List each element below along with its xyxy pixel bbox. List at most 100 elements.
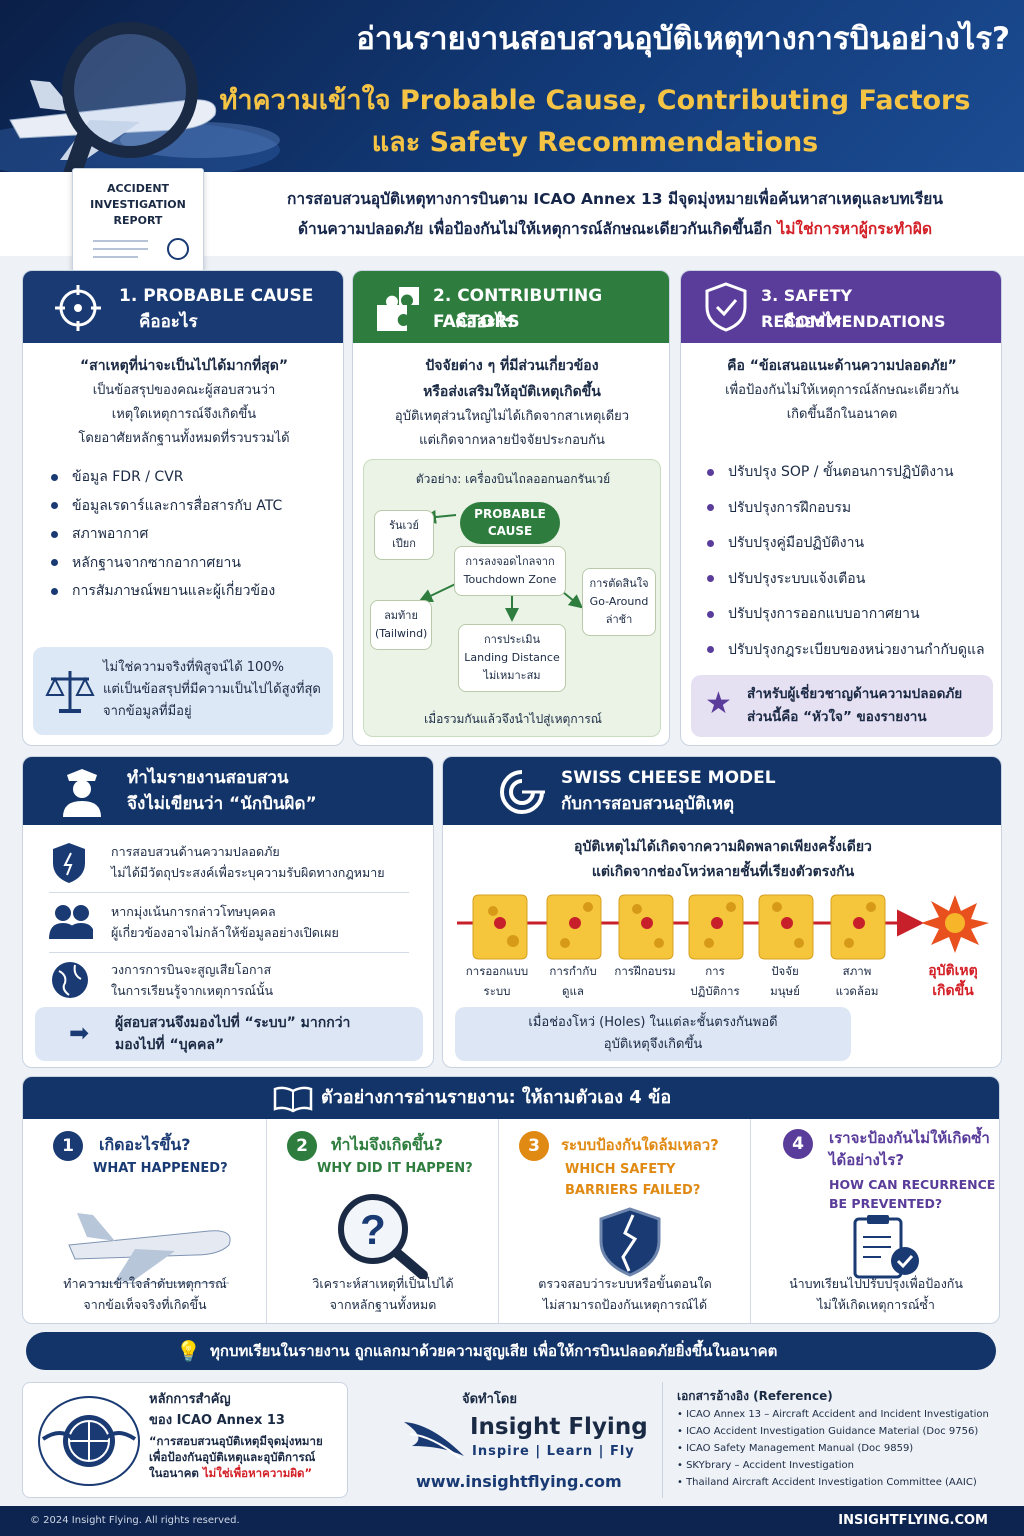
lesson-text: ทุกบทเรียนในรายงาน ถูกแลกมาด้วยความสูญเส… — [210, 1342, 778, 1360]
principle-h1: หลักการสำคัญ — [149, 1392, 231, 1407]
questions-header: ตัวอย่างการอ่านรายงาน: ให้ถามตัวเอง 4 ข้… — [23, 1077, 999, 1119]
target-icon — [55, 285, 101, 331]
svg-text:?: ? — [360, 1206, 386, 1253]
why-r3a: วงการการบินจะสูญเสียโอกาส — [111, 962, 272, 977]
report-label-2: INVESTIGATION — [90, 198, 186, 211]
question-number: 3 — [519, 1131, 549, 1161]
question-thai: ระบบป้องกันใดล้มเหลว? — [561, 1136, 719, 1154]
question-english: WHAT HAPPENED? — [93, 1161, 228, 1176]
producer-url[interactable]: www.insightflying.com — [416, 1472, 622, 1491]
question-desc-2: จากหลักฐานทั้งหมด — [329, 1297, 437, 1312]
list-item: ปรับปรุงคู่มือปฏิบัติงาน — [707, 526, 999, 562]
question-number: 1 — [53, 1131, 83, 1161]
layer-text: แวดล้อม — [835, 984, 879, 998]
probable-d3: โดยอาศัยหลักฐานทั้งหมดที่รวบรวมได้ — [78, 431, 290, 446]
subtitle-line-1: ทำความเข้าใจ Probable Cause, Contributin… — [219, 85, 971, 116]
recs-h1: คือ “ข้อเสนอแนะด้านความปลอดภัย” — [727, 358, 957, 374]
list-item: ปรับปรุงการออกแบบอากาศยาน — [707, 597, 999, 633]
center-2: CAUSE — [487, 524, 533, 538]
why-title: ทำไมรายงานสอบสวน จึงไม่เขียนว่า “นักบินผ… — [127, 765, 317, 817]
accident-report-doc: ACCIDENT INVESTIGATION REPORT — [72, 168, 204, 272]
question-english-2: BARRIERS FAILED? — [565, 1183, 701, 1198]
intro-text: การสอบสวนอุบัติเหตุทางการบินตาม ICAO Ann… — [230, 184, 1000, 244]
why-title-1: ทำไมรายงานสอบสวน — [127, 768, 289, 788]
node-text: Go-Around — [589, 595, 649, 608]
question-desc-1: ตรวจสอบว่าระบบหรือขั้นตอนใด — [538, 1276, 712, 1291]
references-title: เอกสารอ้างอิง (Reference) — [677, 1389, 833, 1403]
swiss-title-1: SWISS CHEESE MODEL — [561, 768, 776, 788]
node-text: ลมท้าย — [384, 609, 418, 622]
question-number: 2 — [287, 1131, 317, 1161]
question-desc-2: จากข้อเท็จจริงที่เกิดขึ้น — [83, 1297, 207, 1312]
why-note: ➡ ผู้สอบสวนจึงมองไปที่ “ระบบ” มากกว่ามอง… — [35, 1007, 423, 1061]
question-desc-2: ไม่ให้เกิดเหตุการณ์ซ้ำ — [817, 1297, 935, 1312]
probable-cause-title: 1. PROBABLE CAUSE — [119, 286, 314, 306]
bullet-text: การสัมภาษณ์พยานและผู้เกี่ยวข้อง — [72, 583, 276, 599]
cheese-layer-labels: การออกแบบระบบ การกำกับดูแล การฝึกอบรม กา… — [453, 961, 993, 1005]
principle-q3-line: ในอนาคต ไม่ใช่เพื่อหาความผิด” — [149, 1465, 345, 1481]
question-english-1: HOW CAN RECURRENCE — [829, 1177, 996, 1192]
list-item: ปรับปรุงกฎระเบียบของหน่วยงานกำกับดูแล — [707, 633, 999, 669]
principle-q1: “การสอบสวนอุบัติเหตุมีจุดมุ่งหมาย — [149, 1434, 323, 1448]
list-item: ข้อมูล FDR / CVR — [51, 463, 341, 492]
clipboard-check-icon — [853, 1215, 919, 1279]
swiss-cheese-panel: SWISS CHEESE MODEL กับการสอบสวนอุบัติเหต… — [442, 756, 1002, 1068]
scales-icon — [45, 671, 95, 713]
contributing-header: 2. CONTRIBUTING FACTORS คืออะไร — [353, 271, 669, 343]
recs-list: ปรับปรุง SOP / ขั้นตอนการปฏิบัติงาน ปรับ… — [707, 455, 999, 668]
question-desc-1: ทำความเข้าใจลำดับเหตุการณ์ — [63, 1276, 227, 1291]
contrib-d2: แต่เกิดจากหลายปัจจัยประกอบกัน — [419, 433, 605, 448]
principle-q2: เพื่อป้องกันอุบัติเหตุและอุบัติการณ์ — [149, 1450, 316, 1464]
principle-h2: ของ ICAO Annex 13 — [149, 1413, 285, 1428]
swiss-title: SWISS CHEESE MODEL กับการสอบสวนอุบัติเหต… — [561, 765, 776, 817]
four-questions-panel: ตัวอย่างการอ่านรายงาน: ให้ถามตัวเอง 4 ข้… — [22, 1076, 1000, 1324]
producer-brand: Insight Flying — [470, 1414, 648, 1440]
list-item: ข้อมูลเรดาร์และการสื่อสารกับ ATC — [51, 492, 341, 521]
airplane-icon — [68, 1213, 231, 1284]
recs-desc: คือ “ข้อเสนอแนะด้านความปลอดภัย” เพื่อป้อ… — [681, 353, 1001, 427]
wing-logo-icon — [404, 1422, 464, 1459]
layer-text: การออกแบบ — [465, 964, 529, 978]
why-row-2: หากมุ่งเน้นการกล่าวโทษบุคคลผู้เกี่ยวข้อง… — [49, 897, 409, 953]
recs-title: 3. SAFETY RECOMMENDATIONS — [761, 286, 946, 331]
why-note-text: ผู้สอบสวนจึงมองไปที่ “ระบบ” มากกว่ามองไป… — [115, 1012, 350, 1056]
question-thai: เราจะป้องกันไม่ให้เกิดซ้ำได้อย่างไร? — [829, 1127, 990, 1171]
question-thai-1: เราจะป้องกันไม่ให้เกิดซ้ำ — [829, 1129, 990, 1147]
question-english-2: BE PREVENTED? — [829, 1196, 943, 1211]
icao-emblem-icon — [38, 1396, 140, 1486]
swiss-h1: อุบัติเหตุไม่ได้เกิดจากความผิดพลาดเพียงค… — [574, 839, 872, 855]
probable-d1: เป็นข้อสรุปของคณะผู้สอบสวนว่า — [92, 383, 276, 398]
layer-text: การฝึกอบรม — [614, 964, 676, 978]
intro-line-2-text: ด้านความปลอดภัย เพื่อป้องกันไม่ให้เหตุกา… — [297, 220, 772, 238]
cheese-slice-6 — [830, 894, 886, 960]
report-label-3: REPORT — [113, 214, 163, 227]
swiss-desc: อุบัติเหตุไม่ได้เกิดจากความผิดพลาดเพียงค… — [443, 835, 1001, 885]
list-item: การสัมภาษณ์พยานและผู้เกี่ยวข้อง — [51, 577, 341, 606]
contributing-desc: ปัจจัยต่าง ๆ ที่มีส่วนเกี่ยวข้อง หรือส่ง… — [353, 353, 669, 453]
recs-header: 3. SAFETY RECOMMENDATIONS คืออะไร — [681, 271, 1001, 343]
why-header: ทำไมรายงานสอบสวน จึงไม่เขียนว่า “นักบินผ… — [23, 757, 433, 825]
cheese-slice-3 — [618, 894, 674, 960]
bullet-dot — [707, 610, 714, 618]
bullet-dot — [707, 504, 714, 511]
question-card-2: 2 ทำไมจึงเกิดขึ้น? WHY DID IT HAPPEN? ? … — [267, 1119, 499, 1323]
bullet-dot — [51, 587, 58, 595]
principle-q-red: ไม่ใช่เพื่อหาความผิด” — [202, 1466, 313, 1480]
why-r1b: ไม่ได้มีวัตถุประสงค์เพื่อระบุความรับผิดท… — [111, 865, 385, 880]
layer-label: การปฏิบัติการ — [675, 961, 755, 1001]
bullet-dot — [51, 559, 58, 566]
report-lines-icon — [93, 238, 189, 260]
layer-label: ปัจจัยมนุษย์ — [745, 961, 825, 1001]
question-desc: วิเคราะห์สาเหตุที่เป็นไปได้จากหลักฐานทั้… — [267, 1273, 499, 1315]
question-desc-1: นำบทเรียนไปปรับปรุงเพื่อป้องกัน — [789, 1276, 963, 1291]
list-item: ปรับปรุงระบบแจ้งเตือน — [707, 562, 999, 598]
question-thai: เกิดอะไรขึ้น? — [99, 1135, 191, 1154]
questions-title: ตัวอย่างการอ่านรายงาน: ให้ถามตัวเอง 4 ข้… — [321, 1087, 672, 1108]
footer-site-link[interactable]: INSIGHTFLYING.COM — [838, 1513, 988, 1528]
intro-line-2: ด้านความปลอดภัย เพื่อป้องกันไม่ให้เหตุกา… — [230, 214, 1000, 244]
shield-icon — [53, 843, 85, 883]
list-item: สภาพอากาศ — [51, 520, 341, 549]
bullet-text: ปรับปรุง SOP / ขั้นตอนการปฏิบัติงาน — [728, 464, 954, 480]
question-english: HOW CAN RECURRENCE BE PREVENTED? — [829, 1175, 995, 1213]
